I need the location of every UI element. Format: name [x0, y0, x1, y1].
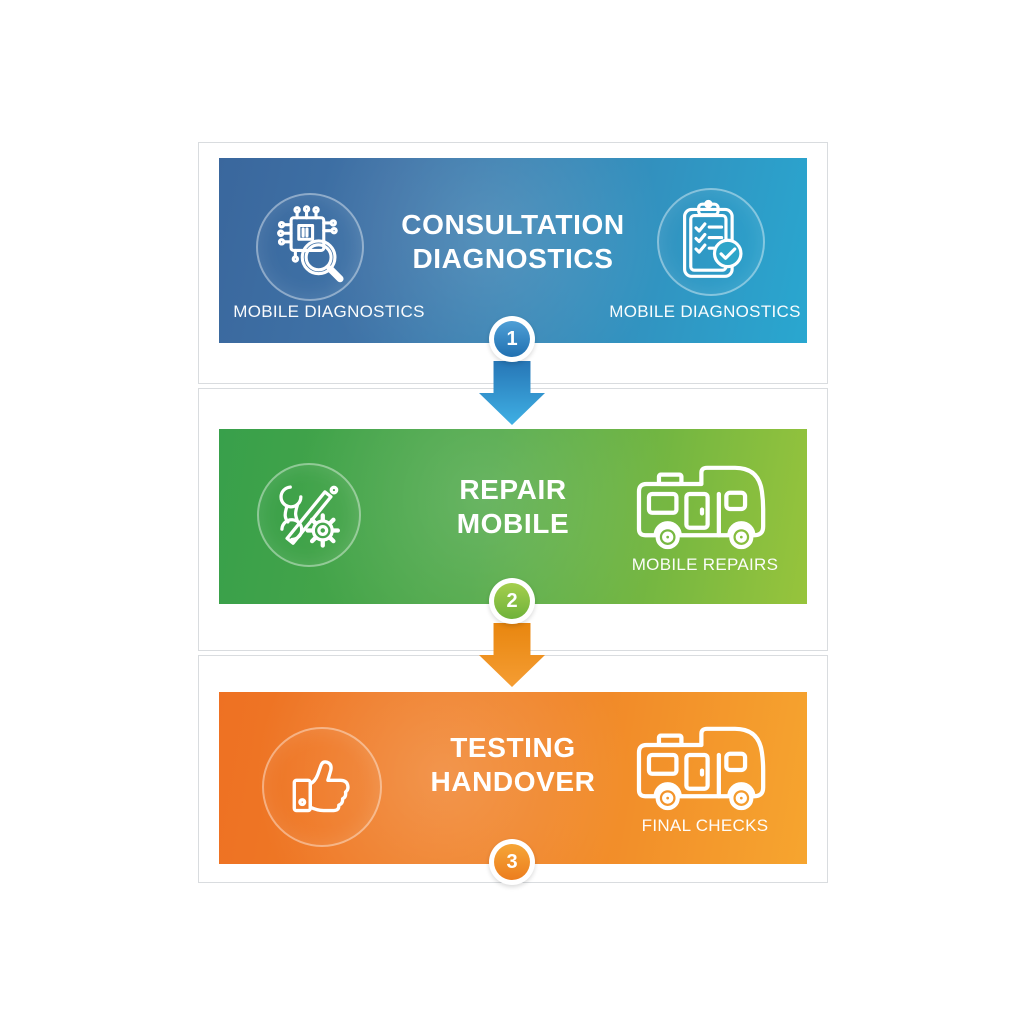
right-caption: FINAL CHECKS — [641, 816, 769, 835]
step-title-line1: TESTING — [450, 732, 576, 763]
step-2-number: 2 — [494, 583, 530, 619]
clipboard-checklist-icon — [667, 198, 755, 286]
step-title-line2: MOBILE — [456, 508, 570, 539]
step-title: CONSULTATION DIAGNOSTICS — [219, 208, 807, 276]
step-title-line2: HANDOVER — [430, 766, 596, 797]
icon-ring — [256, 193, 364, 301]
wrench-gear-icon — [266, 472, 352, 558]
step-2-badge: 2 — [489, 578, 535, 624]
icon-ring — [657, 188, 765, 296]
motorhome-icon — [629, 459, 785, 554]
icon-ring — [262, 727, 382, 847]
step-1-banner: CONSULTATION DIAGNOSTICS MOBILE DIAGNOST… — [219, 158, 807, 343]
left-caption: MOBILE DIAGNOSTICS — [233, 302, 425, 321]
step-title-line2: DIAGNOSTICS — [412, 243, 614, 274]
step-3-badge: 3 — [489, 839, 535, 885]
step-title: REPAIR MOBILE — [219, 473, 807, 541]
step-3-number: 3 — [494, 844, 530, 880]
circuit-diagnostics-icon — [267, 204, 353, 290]
step-title-line1: REPAIR — [459, 474, 567, 505]
step-3-banner: TESTING HANDOVER FINAL CHECKS — [219, 692, 807, 864]
right-caption: MOBILE REPAIRS — [631, 555, 779, 574]
motorhome-icon — [629, 720, 785, 815]
step-2-banner: REPAIR MOBILE MOBILE REPAIRS — [219, 429, 807, 604]
step-1-number: 1 — [494, 321, 530, 357]
step-title: TESTING HANDOVER — [219, 731, 807, 799]
thumbs-up-icon — [280, 745, 364, 829]
right-caption: MOBILE DIAGNOSTICS — [609, 302, 801, 321]
step-title-line1: CONSULTATION — [401, 209, 625, 240]
icon-ring — [257, 463, 361, 567]
step-1-badge: 1 — [489, 316, 535, 362]
